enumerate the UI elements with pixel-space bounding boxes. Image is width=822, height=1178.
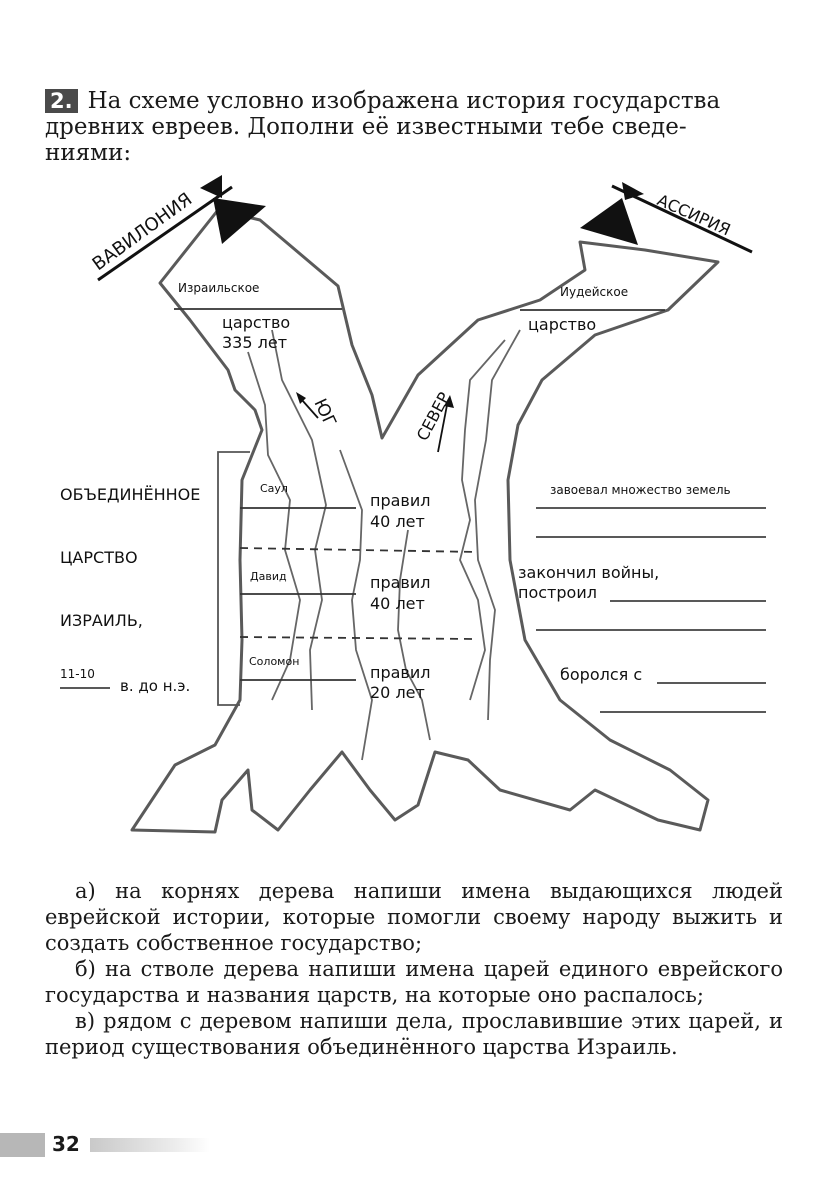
tree-outline bbox=[132, 210, 718, 832]
bark-line bbox=[272, 330, 326, 710]
north-text: СЕВЕР bbox=[413, 389, 454, 444]
judah-kingdom-label: Иудейское bbox=[560, 285, 628, 299]
questions: а) на корнях дерева напиши имена выдающи… bbox=[45, 878, 783, 1060]
bark-line bbox=[460, 340, 505, 700]
assyria-text: АССИРИЯ bbox=[654, 190, 733, 239]
south-text: ЮГ bbox=[309, 396, 339, 430]
separator-dashed bbox=[240, 637, 475, 639]
king-name-saul: Саул bbox=[260, 482, 288, 495]
footer-bar bbox=[0, 1133, 45, 1157]
united-label-3: ИЗРАИЛЬ, bbox=[60, 611, 143, 630]
deed-david-2: построил bbox=[518, 583, 597, 602]
king-years-saul: 40 лет bbox=[370, 512, 425, 531]
deed-david-1: закончил войны, bbox=[518, 563, 659, 582]
footer-decoration bbox=[90, 1138, 210, 1152]
question-c: в) рядом с деревом напиши дела, прослави… bbox=[45, 1008, 783, 1060]
period-suffix: в. до н.э. bbox=[120, 677, 190, 695]
period-value: 11-10 bbox=[60, 667, 95, 681]
deed-saul: завоевал множество земель bbox=[550, 483, 731, 497]
separator-dashed bbox=[240, 548, 478, 552]
judah-kingdom-label-2: царство bbox=[528, 315, 596, 334]
united-label-1: ОБЪЕДИНЁННОЕ bbox=[60, 485, 200, 504]
flag-icon bbox=[622, 182, 644, 200]
bark-line bbox=[340, 450, 372, 760]
king-ruled-saul: правил bbox=[370, 491, 430, 510]
israel-kingdom-label: Израильское bbox=[178, 281, 259, 295]
flag-icon bbox=[580, 198, 638, 245]
north-direction: СЕВЕР bbox=[413, 389, 454, 452]
king-years-solomon: 20 лет bbox=[370, 683, 425, 702]
assyria-label: АССИРИЯ bbox=[580, 182, 752, 252]
king-ruled-david: правил bbox=[370, 573, 430, 592]
page-number: 32 bbox=[52, 1132, 80, 1156]
flag-icon bbox=[200, 175, 222, 198]
south-direction: ЮГ bbox=[296, 392, 340, 430]
question-a: а) на корнях дерева напиши имена выдающи… bbox=[45, 878, 783, 956]
babylon-text: ВАВИЛОНИЯ bbox=[89, 189, 197, 275]
king-name-solomon: Соломон bbox=[249, 655, 299, 668]
united-label-2: ЦАРСТВО bbox=[60, 548, 138, 567]
king-years-david: 40 лет bbox=[370, 594, 425, 613]
king-ruled-solomon: правил bbox=[370, 663, 430, 682]
deed-solomon: боролся с bbox=[560, 665, 642, 684]
israel-kingdom-label-2: царство bbox=[222, 313, 290, 332]
king-name-david: Давид bbox=[250, 570, 287, 583]
bark-line bbox=[248, 352, 300, 700]
babylon-label: ВАВИЛОНИЯ bbox=[89, 175, 266, 280]
bark-line bbox=[398, 530, 430, 740]
question-b: б) на стволе дерева напиши имена царей е… bbox=[45, 956, 783, 1008]
united-bracket bbox=[218, 452, 250, 705]
israel-years: 335 лет bbox=[222, 333, 287, 352]
